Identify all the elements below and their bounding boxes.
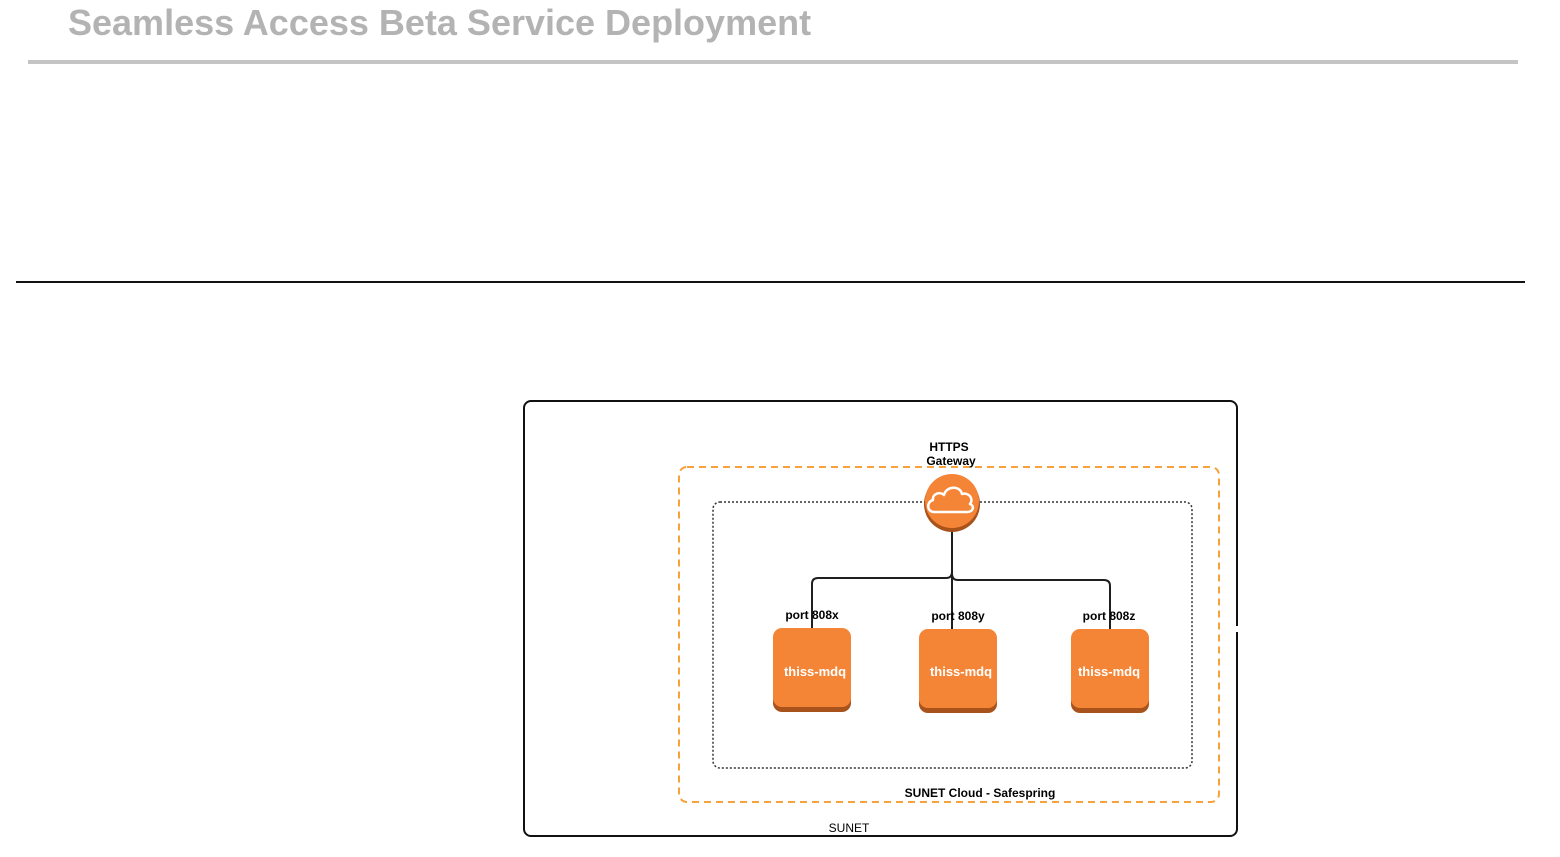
section-divider <box>16 281 1525 283</box>
service-node-808x: thiss-mdq <box>773 628 851 712</box>
port-label-808y: port 808y <box>931 609 985 623</box>
service-node-808z: thiss-mdq <box>1071 629 1149 713</box>
service-name-808x: thiss-mdq <box>784 664 846 679</box>
page-title: Seamless Access Beta Service Deployment <box>68 2 812 43</box>
gateway-label-line1: HTTPS <box>929 440 968 454</box>
title-divider <box>28 60 1518 64</box>
connector-808z <box>951 528 1111 630</box>
gateway-label-line2: Gateway <box>926 454 976 468</box>
sunet-label: SUNET <box>829 821 870 835</box>
port-label-808z: port 808z <box>1083 609 1136 623</box>
connector-lines <box>811 528 1111 630</box>
service-name-808y: thiss-mdq <box>930 664 992 679</box>
cloud-container-label: SUNET Cloud - Safespring <box>905 786 1056 800</box>
cloud-icon <box>927 486 975 514</box>
https-gateway-node <box>924 474 980 532</box>
cloud-container <box>678 466 1220 803</box>
service-node-808y: thiss-mdq <box>919 629 997 713</box>
service-name-808z: thiss-mdq <box>1078 664 1140 679</box>
sunet-container <box>523 400 1238 837</box>
port-label-808x: port 808x <box>785 608 839 622</box>
